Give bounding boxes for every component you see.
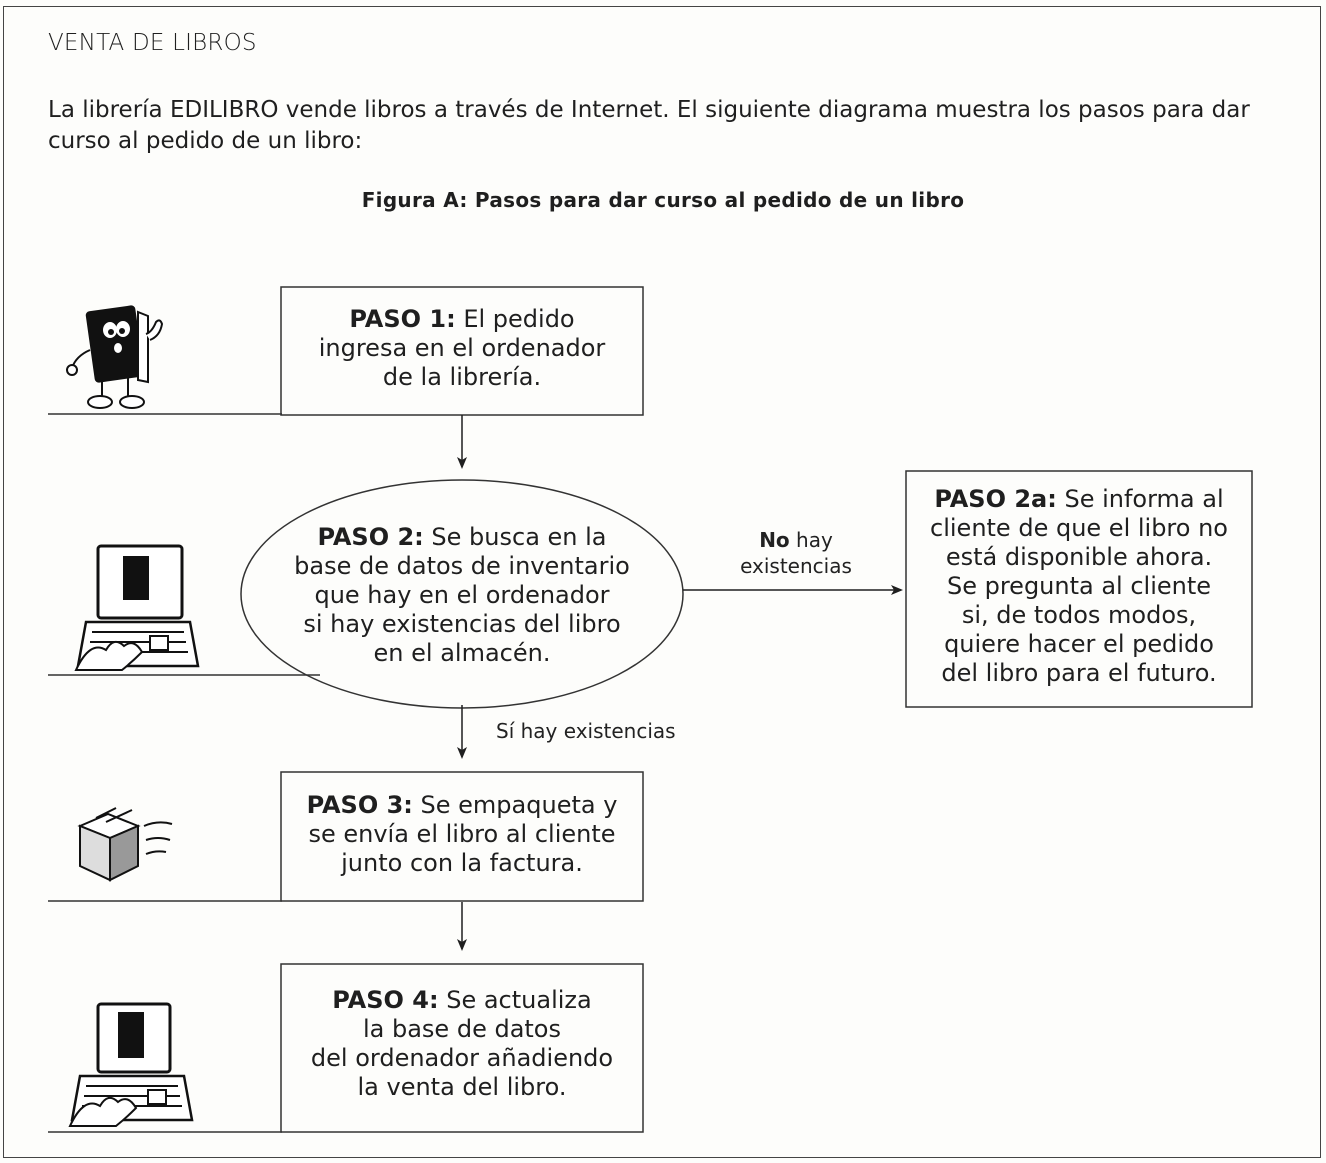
step3-text: PASO 3: Se empaqueta y se envía el libro…: [281, 791, 643, 878]
step4-label: PASO 4:: [332, 986, 439, 1014]
step4-text: PASO 4: Se actualiza la base de datos de…: [281, 986, 643, 1102]
step4-line: Se actualiza: [446, 986, 592, 1014]
step2a-line: Se pregunta al cliente: [946, 572, 1212, 600]
step1-line: ingresa en el ordenador: [318, 334, 606, 362]
step2a-line: quiere hacer el pedido: [944, 630, 1214, 658]
step2-label: PASO 2:: [317, 523, 424, 551]
step2a-line: Se informa al: [1064, 485, 1224, 513]
step2-line: que hay en el ordenador: [314, 581, 610, 609]
step2a-line: está disponible ahora.: [945, 543, 1213, 571]
computer-icon: [74, 544, 200, 671]
step2a-label: PASO 2a:: [934, 485, 1057, 513]
step2-line: si hay existencias del libro: [303, 610, 621, 638]
figure-frame: [3, 6, 1321, 1158]
step2a-line: si, de todos modos,: [961, 601, 1197, 629]
step2a-box: [905, 470, 1253, 708]
step3-label: PASO 3:: [306, 791, 413, 819]
branch-no-bold: No: [759, 528, 790, 552]
branch-no-rest: hay: [796, 528, 833, 552]
step3-line: junto con la factura.: [341, 849, 583, 877]
figure-title: Figura A: Pasos para dar curso al pedido…: [361, 188, 965, 212]
step4-line: la base de datos: [362, 1015, 561, 1043]
step2-text: PASO 2: Se busca en la base de datos de …: [262, 523, 662, 668]
step1-line: de la librería.: [382, 363, 542, 391]
intro-paragraph: La librería EDILIBRO vende libros a trav…: [48, 97, 1250, 154]
computer-icon: [68, 1002, 194, 1127]
branch-yes-label: Sí hay existencias: [496, 719, 676, 743]
step1-line: El pedido: [463, 305, 575, 333]
branch-no-line2: existencias: [740, 554, 852, 578]
step1-label: PASO 1:: [349, 305, 456, 333]
branch-no-label: No hay existencias: [726, 527, 866, 579]
package-icon: [77, 807, 173, 882]
step4-box: [280, 963, 644, 1133]
book-mascot-icon: [66, 305, 164, 409]
step3-line: se envía el libro al cliente: [308, 820, 616, 848]
step1-text: PASO 1: El pedido ingresa en el ordenado…: [281, 305, 643, 392]
step2a-line: del libro para el futuro.: [941, 659, 1217, 687]
step4-line: del ordenador añadiendo: [310, 1044, 614, 1072]
step2a-text: PASO 2a: Se informa al cliente de que el…: [906, 485, 1252, 688]
step3-line: Se empaqueta y: [420, 791, 618, 819]
step2a-line: cliente de que el libro no: [930, 514, 1228, 542]
step2-line: base de datos de inventario: [294, 552, 630, 580]
step3-box: [280, 771, 644, 902]
step4-line: la venta del libro.: [357, 1073, 567, 1101]
step2-line: Se busca en la: [431, 523, 607, 551]
section-title: VENTA DE LIBROS: [48, 30, 257, 56]
step2-line: en el almacén.: [373, 639, 551, 667]
